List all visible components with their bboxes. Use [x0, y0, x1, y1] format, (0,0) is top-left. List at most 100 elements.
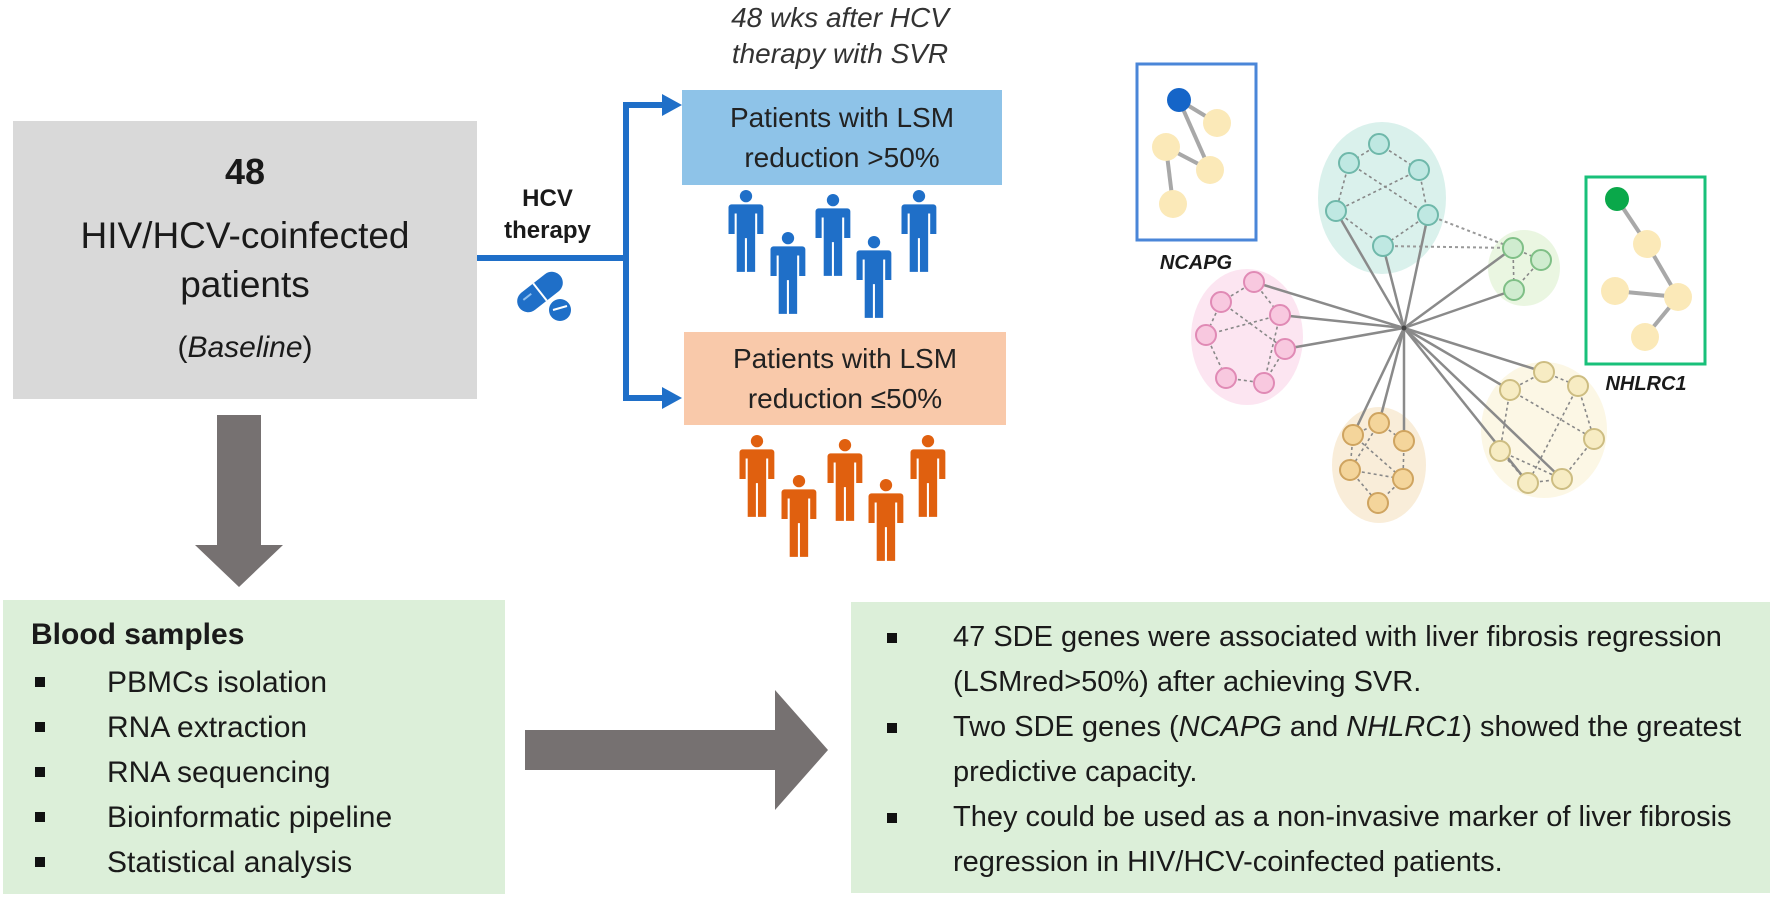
- gene-node: [1417, 204, 1439, 226]
- methods-item-text: RNA extraction: [107, 711, 308, 744]
- nonresponders-line1: Patients with LSM: [732, 342, 958, 374]
- bullet-icon: [35, 767, 45, 777]
- gene-node: [1502, 237, 1524, 259]
- hub-link: [1402, 214, 1430, 329]
- cluster-edge: [1348, 162, 1429, 216]
- responder-patients-group: [728, 190, 937, 318]
- cohort-description-2: patients: [180, 264, 310, 305]
- baseline-label: Baseline: [187, 331, 303, 364]
- therapy-line2: therapy: [504, 217, 591, 244]
- nonresponders-line2: reduction ≤50%: [747, 382, 943, 414]
- gene-node: [1269, 304, 1291, 326]
- inter-cluster-link: [1382, 245, 1514, 249]
- hub-link: [1334, 210, 1406, 329]
- inset-frame: [1135, 62, 1258, 242]
- cluster-edge: [1205, 314, 1281, 336]
- gene-node: [1499, 379, 1521, 401]
- gene-node: [1408, 159, 1430, 181]
- person-icon: [739, 435, 775, 517]
- gene-node: [1195, 324, 1217, 346]
- cluster-edge: [1527, 385, 1579, 484]
- methods-item-text: Statistical analysis: [107, 846, 353, 879]
- ncapg-inset: [1135, 62, 1258, 242]
- gene-ncapg: NCAPG: [1178, 711, 1282, 743]
- finding-text: 47 SDE genes were associated with liver …: [953, 621, 1722, 698]
- gene-node: [1583, 428, 1605, 450]
- cluster-edge: [1499, 450, 1563, 480]
- cluster-edge: [1509, 389, 1595, 440]
- gene-node: [1567, 375, 1589, 397]
- finding-text-pre: Two SDE genes (: [953, 711, 1179, 743]
- gene-node: [1372, 235, 1394, 257]
- person-icon: [770, 232, 806, 314]
- patient-count: 48: [224, 151, 266, 192]
- person-icon: [901, 190, 937, 272]
- followup-line1: 48 wks after HCV: [731, 2, 949, 33]
- ncapg-label: NCAPG: [1159, 252, 1233, 274]
- neighbor-node: [1664, 283, 1692, 311]
- gene-node: [1215, 367, 1237, 389]
- gene-node: [1243, 271, 1265, 293]
- gene-node: [1503, 279, 1525, 301]
- arrow-to-nonresponders: [662, 387, 682, 409]
- methods-item-text: RNA sequencing: [107, 756, 331, 789]
- finding-text-post: ) showed the greatest predictive capacit…: [953, 711, 1742, 788]
- cohort-description: HIV/HCV-coinfected: [80, 215, 410, 256]
- neighbor-node: [1203, 109, 1231, 137]
- target-gene-node: [1605, 187, 1629, 211]
- methods-box: Blood samples PBMCs isolation RNA extrac…: [3, 600, 505, 894]
- finding-text-mid: and: [1281, 711, 1347, 743]
- person-icon: [856, 236, 892, 318]
- arrow-to-responders: [662, 94, 682, 116]
- person-icon: [827, 439, 863, 521]
- gene-node: [1489, 440, 1511, 462]
- person-icon: [910, 435, 946, 517]
- nhlrc1-label: NHLRC1: [1605, 373, 1687, 395]
- neighbor-node: [1601, 277, 1629, 305]
- gene-node: [1517, 472, 1539, 494]
- neighbor-node: [1152, 133, 1180, 161]
- cluster-edge: [1352, 434, 1404, 480]
- hcv-therapy-label: HCV therapy: [490, 183, 605, 247]
- gene-node: [1393, 430, 1415, 452]
- gene-node: [1253, 372, 1275, 394]
- neighbor-node: [1631, 323, 1659, 351]
- bullet-icon: [35, 722, 45, 732]
- gene-node: [1210, 291, 1232, 313]
- methods-list: PBMCs isolation RNA extraction RNA seque…: [31, 660, 392, 885]
- nonresponders-box: Patients with LSM reduction ≤50%: [684, 332, 1006, 425]
- responders-box: Patients with LSM reduction >50%: [682, 90, 1002, 185]
- baseline-cohort-box: 48 HIV/HCV-coinfected patients (Baseline…: [13, 121, 477, 399]
- findings-list: 47 SDE genes were associated with liver …: [881, 615, 1751, 885]
- gene-node: [1339, 459, 1361, 481]
- hub-link: [1377, 327, 1406, 424]
- gene-node: [1274, 338, 1296, 360]
- methods-item-text: Bioinformatic pipeline: [107, 801, 393, 834]
- bullet-icon: [35, 677, 45, 687]
- network-hub: [1401, 325, 1407, 331]
- person-icon: [815, 194, 851, 276]
- findings-box: 47 SDE genes were associated with liver …: [851, 602, 1770, 893]
- baseline-note: (Baseline): [13, 331, 477, 365]
- hub-link: [1403, 288, 1515, 330]
- hub-link: [1279, 313, 1405, 330]
- down-arrow: [195, 415, 283, 587]
- bullet-icon: [887, 723, 897, 733]
- responders-line2: reduction >50%: [744, 141, 940, 173]
- nhlrc1-inset: [1584, 175, 1707, 366]
- neighbor-node: [1159, 190, 1187, 218]
- gene-node: [1368, 133, 1390, 155]
- methods-item: RNA extraction: [31, 705, 392, 750]
- right-arrow: [525, 690, 828, 810]
- methods-item: Statistical analysis: [31, 840, 392, 885]
- therapy-line1: HCV: [522, 185, 573, 212]
- methods-title: Blood samples: [31, 618, 245, 651]
- gene-node: [1325, 200, 1347, 222]
- pills-icon: [517, 271, 571, 321]
- cluster-edge: [1352, 422, 1380, 436]
- therapy-flow-connector: [477, 102, 665, 401]
- hub-link: [1284, 326, 1405, 351]
- gene-nhlrc1: NHLRC1: [1346, 711, 1463, 743]
- hub-link: [1403, 246, 1514, 330]
- neighbor-node: [1196, 156, 1224, 184]
